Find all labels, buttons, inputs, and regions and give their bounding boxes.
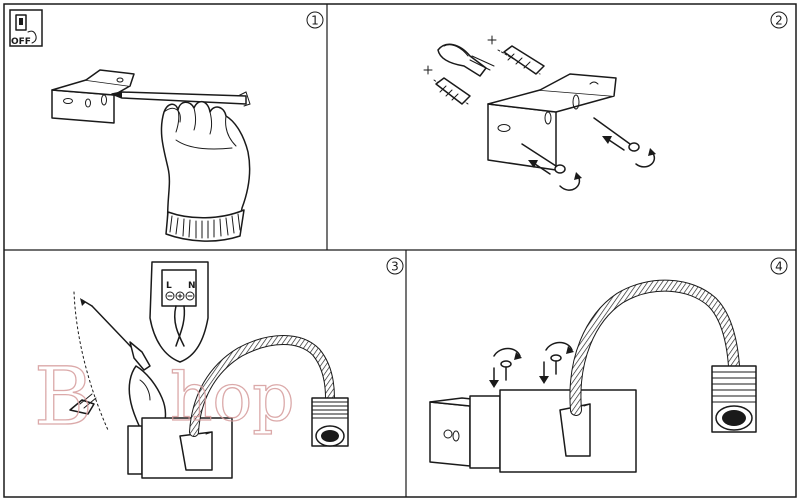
step-number-3: 3 xyxy=(387,258,403,274)
step-number-1-text: 1 xyxy=(311,14,319,28)
step-number-2: 2 xyxy=(771,12,787,28)
hand-icon xyxy=(161,102,249,241)
live-label: L xyxy=(166,281,172,291)
panel-1: OFF xyxy=(10,10,250,241)
step-number-2-text: 2 xyxy=(775,14,783,28)
watermark-letter: B xyxy=(34,350,93,443)
terminal-block-inset: L N xyxy=(150,262,208,362)
power-off-label: OFF xyxy=(11,37,31,47)
watermark-text: hop xyxy=(170,359,295,436)
step-number-4: 4 xyxy=(771,258,787,274)
arrow-icon xyxy=(489,362,549,388)
neutral-label: N xyxy=(188,281,196,291)
power-off-icon: OFF xyxy=(10,10,42,47)
wall-lamp-icon xyxy=(470,286,756,472)
mounting-bracket-icon xyxy=(488,74,616,170)
step-number-3-text: 3 xyxy=(391,260,399,274)
panel-2 xyxy=(424,36,656,190)
screw-icon xyxy=(494,343,574,381)
step-number-4-text: 4 xyxy=(775,260,783,274)
panel-3: L N xyxy=(34,262,348,478)
step-number-1: 1 xyxy=(307,12,323,28)
rotate-icon xyxy=(560,148,656,190)
drill-icon xyxy=(438,44,494,76)
panel-4 xyxy=(430,286,756,472)
